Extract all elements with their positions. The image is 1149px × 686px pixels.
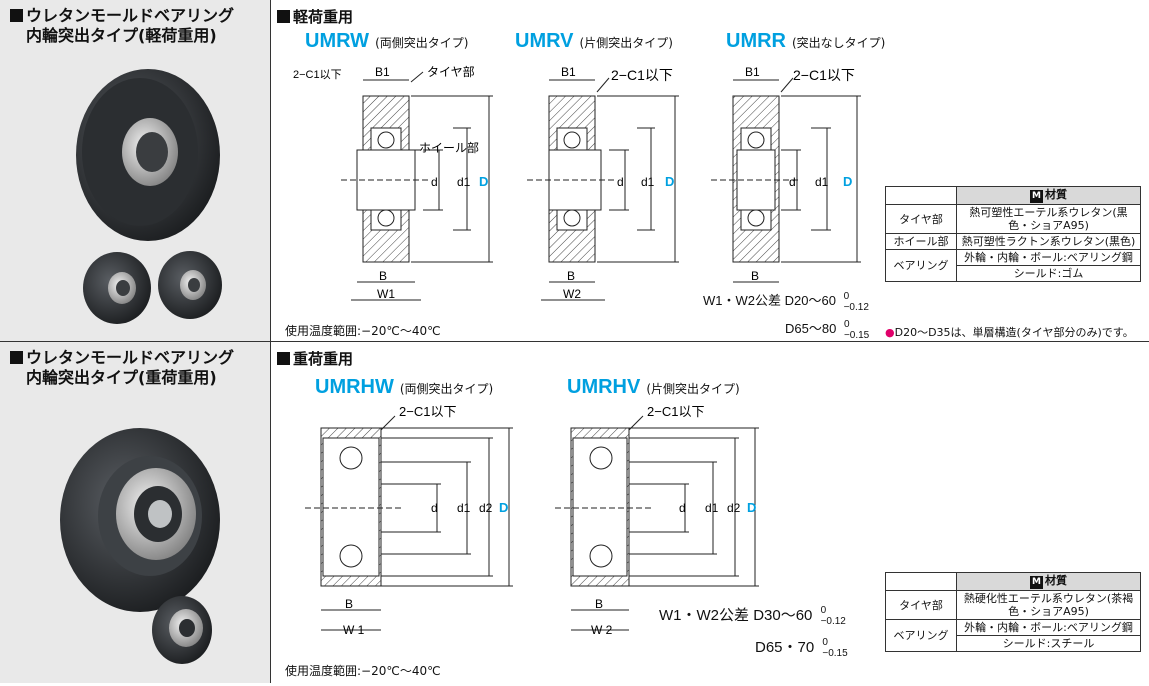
- umrr-d-label: d: [789, 175, 796, 189]
- umrhv-d2-label: d2: [727, 501, 741, 515]
- umrr-c1-label: 2−C1以下: [793, 67, 855, 83]
- umrr-drawing: [711, 77, 861, 283]
- product-code-umrr: UMRR(突出なしタイプ): [726, 30, 886, 52]
- material-desc: 熱可塑性エーテル系ウレタン(黒色・ショアA95): [956, 204, 1141, 234]
- material-desc: 外輪・内輪・ボール:ベアリング鋼: [956, 249, 1141, 266]
- umrhw-w1-label: W 1: [343, 623, 365, 637]
- heavy-drawings: 2−C1以下 B W 1 d d1 d2 D: [305, 404, 759, 637]
- material-desc: 熱可塑性ラクトン系ウレタン(黒色): [956, 233, 1141, 250]
- umrhw-d1-label: d1: [457, 501, 471, 515]
- umrv-c1-label: 2−C1以下: [611, 67, 673, 83]
- umrw-c1-label: 2−C1以下: [293, 69, 342, 81]
- light-product-title: ウレタンモールドベアリング 内輪突出タイプ(軽荷重用): [10, 6, 234, 46]
- umrv-d-label: d: [617, 175, 624, 189]
- light-drawings: B1 2−C1以下 タイヤ部 ホイール部 B W1 d d1 D: [293, 64, 861, 301]
- umrhv-drawing: [555, 415, 759, 631]
- material-part: タイヤ部: [885, 204, 957, 234]
- umrhw-d-label: d: [431, 501, 438, 515]
- light-spec-panel: 軽荷重用 UMRW(両側突出タイプ) UMRV(片側突出タイプ) UMRR(突出…: [271, 0, 1149, 341]
- umrr-D-label: D: [843, 174, 852, 189]
- umrr-b1-label: B1: [745, 65, 760, 79]
- umrhv-D-label: D: [747, 500, 756, 515]
- product-code-umrhw: UMRHW(両側突出タイプ): [315, 376, 494, 398]
- heavy-temp-range: 使用温度範囲:−20℃〜40℃: [285, 664, 441, 678]
- light-temp-range: 使用温度範囲:−20℃〜40℃: [285, 324, 441, 338]
- product-code-umrw: UMRW(両側突出タイプ): [305, 30, 469, 52]
- umrr-d1-label: d1: [815, 175, 829, 189]
- umrhv-c1-label: 2−C1以下: [647, 404, 704, 419]
- material-part: ベアリング: [885, 619, 957, 652]
- light-note: ●D20〜D35は、単層構造(タイヤ部分のみ)です。: [885, 326, 1134, 339]
- umrv-D-label: D: [665, 174, 674, 189]
- umrhv-d1-label: d1: [705, 501, 719, 515]
- umrv-w2-label: W2: [563, 287, 581, 301]
- material-part: ベアリング: [885, 249, 957, 282]
- light-load-section: ウレタンモールドベアリング 内輪突出タイプ(軽荷重用): [0, 0, 1149, 342]
- light-section-title: 軽荷重用: [277, 6, 353, 27]
- product-code-umrhv: UMRHV(片側突出タイプ): [567, 376, 740, 398]
- heavy-photo-panel: ウレタンモールドベアリング 内輪突出タイプ(重荷重用): [0, 342, 271, 683]
- umrhw-b-label: B: [345, 597, 353, 611]
- heavy-product-photo: [60, 428, 220, 664]
- umrw-d-label: d: [431, 175, 438, 189]
- umrhw-d2-label: d2: [479, 501, 493, 515]
- umrv-b-label: B: [567, 269, 575, 283]
- umrhw-D-label: D: [499, 500, 508, 515]
- umrw-d1-label: d1: [457, 175, 471, 189]
- light-tolerance-2: D65〜80 0−0.15: [785, 318, 870, 341]
- heavy-spec-panel: 重荷重用 UMRHW(両側突出タイプ) UMRHV(片側突出タイプ): [271, 342, 1149, 683]
- material-desc: シールド:ゴム: [956, 265, 1141, 282]
- heavy-load-section: ウレタンモールドベアリング 内輪突出タイプ(重荷重用) 重荷重用 UMRHW(両…: [0, 342, 1149, 683]
- umrw-wheel-label: ホイール部: [419, 140, 479, 155]
- umrw-tire-label: タイヤ部: [427, 64, 475, 79]
- umrhv-w2-label: W 2: [591, 623, 613, 637]
- umrv-b1-label: B1: [561, 65, 576, 79]
- umrw-w1-label: W1: [377, 287, 395, 301]
- material-desc: 熱硬化性エーテル系ウレタン(茶褐色・ショアA95): [956, 590, 1141, 620]
- umrr-b-label: B: [751, 269, 759, 283]
- umrv-d1-label: d1: [641, 175, 655, 189]
- material-desc: 外輪・内輪・ボール:ベアリング鋼: [956, 619, 1141, 636]
- material-desc: シールド:スチール: [956, 635, 1141, 652]
- heavy-tolerance-2: D65・70 0−0.15: [755, 637, 848, 660]
- heavy-product-title: ウレタンモールドベアリング 内輪突出タイプ(重荷重用): [10, 348, 234, 388]
- umrw-D-label: D: [479, 174, 488, 189]
- material-part: タイヤ部: [885, 590, 957, 620]
- umrw-b-label: B: [379, 269, 387, 283]
- umrhw-drawing: [305, 415, 513, 631]
- light-photo-panel: ウレタンモールドベアリング 内輪突出タイプ(軽荷重用): [0, 0, 271, 341]
- umrw-b1-label: B1: [375, 65, 390, 79]
- light-tolerance-1: W1・W2公差 D20〜60 0−0.12: [703, 290, 869, 313]
- umrhv-b-label: B: [595, 597, 603, 611]
- heavy-tolerance-1: W1・W2公差 D30〜60 0−0.12: [659, 605, 846, 628]
- umrhv-d-label: d: [679, 501, 686, 515]
- heavy-section-title: 重荷重用: [277, 348, 353, 369]
- product-code-umrv: UMRV(片側突出タイプ): [515, 30, 673, 52]
- material-part: ホイール部: [885, 233, 957, 250]
- umrv-drawing: [527, 77, 679, 301]
- umrhw-c1-label: 2−C1以下: [399, 404, 456, 419]
- light-product-photo: [76, 69, 222, 324]
- umrw-drawing: [341, 71, 493, 301]
